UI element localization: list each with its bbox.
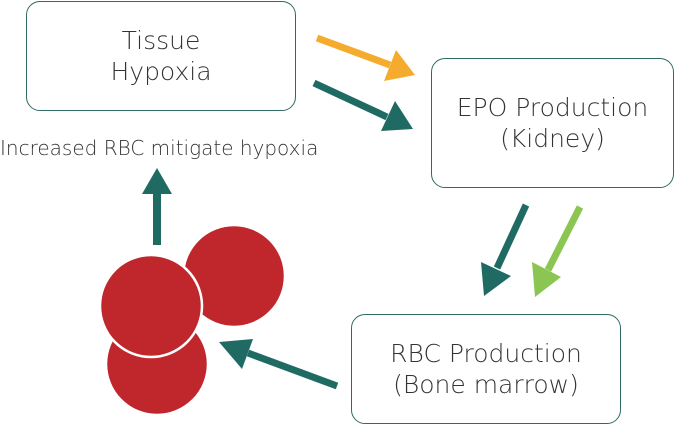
arrow-epo-to-rbc-teal <box>481 203 530 296</box>
mitigation-caption: Increased RBC mitigate hypoxia <box>0 136 319 160</box>
tissue-hypoxia-label-line2: Hypoxia <box>110 57 212 86</box>
epo-production-label-line2: (Kidney) <box>500 124 605 153</box>
arrow-cells-to-mitigation <box>142 168 172 245</box>
arrow-epo-to-rbc-green <box>532 205 584 297</box>
rbc-production-label-line1: RBC Production <box>390 339 582 368</box>
rbc-production-box: RBC Production (Bone marrow) <box>351 314 621 424</box>
tissue-hypoxia-label-line1: Tissue <box>121 26 201 55</box>
red-blood-cell-middle <box>98 253 204 359</box>
epo-production-label-line1: EPO Production <box>456 93 649 122</box>
arrow-rbc-production-to-cells <box>219 339 339 390</box>
epo-production-box: EPO Production (Kidney) <box>431 58 674 188</box>
arrow-tissue-to-epo-orange <box>315 34 415 81</box>
arrow-tissue-to-epo-teal <box>312 79 413 131</box>
tissue-hypoxia-box: Tissue Hypoxia <box>26 1 296 111</box>
red-blood-cells-icon <box>98 223 287 417</box>
rbc-production-label-line2: (Bone marrow) <box>393 370 579 399</box>
